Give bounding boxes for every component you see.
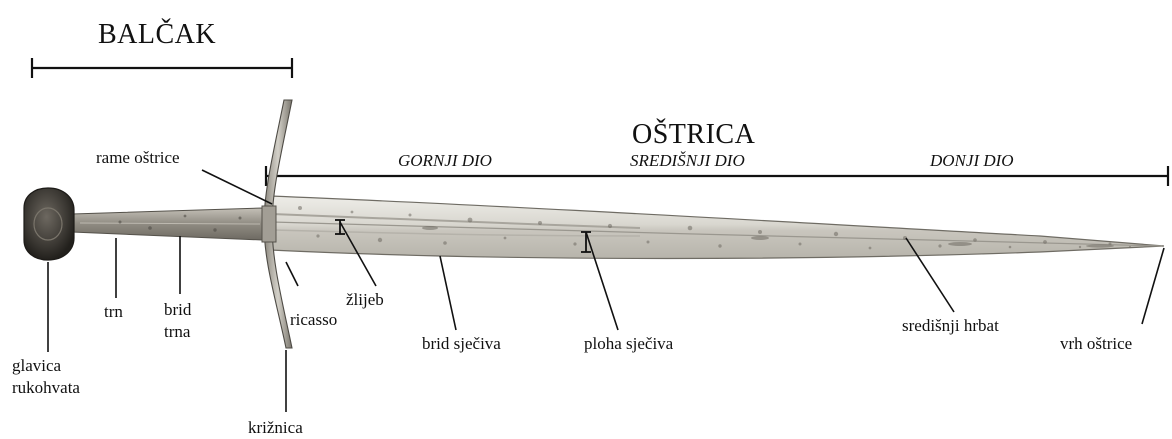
label-ricasso: ricasso: [290, 310, 337, 329]
blade: [270, 196, 1164, 259]
label-tang: trn: [104, 302, 123, 321]
pommel: [24, 188, 74, 260]
label-pommel-line2: rukohvata: [12, 378, 80, 397]
label-blade-flat: ploha sječiva: [584, 334, 673, 353]
blade-part-middle: SREDIŠNJI DIO: [630, 151, 745, 171]
blade-part-lower: DONJI DIO: [930, 151, 1014, 171]
blade-part-upper: GORNJI DIO: [398, 151, 492, 171]
grip: [72, 208, 262, 240]
label-point: vrh oštrice: [1060, 334, 1132, 353]
label-crossguard: križnica: [248, 418, 303, 437]
hilt-section-title: BALČAK: [98, 20, 216, 50]
hilt-dimension-bar: [32, 58, 292, 78]
label-tang-edge-line2: trna: [164, 322, 190, 341]
label-tang-edge-line1: brid: [164, 300, 191, 319]
leader-lines: [48, 170, 1164, 412]
leader-shoulder: [202, 170, 272, 204]
label-pommel-line1: glavica: [12, 356, 61, 375]
label-fuller: žlijeb: [346, 290, 384, 309]
leader-point: [1142, 248, 1164, 324]
label-central-ridge: središnji hrbat: [902, 316, 999, 335]
label-shoulder: rame oštrice: [96, 148, 180, 167]
leader-blade-edge: [440, 256, 456, 330]
blade-section-title: OŠTRICA: [632, 120, 755, 150]
leader-ricasso: [286, 262, 298, 286]
label-blade-edge: brid sječiva: [422, 334, 501, 353]
